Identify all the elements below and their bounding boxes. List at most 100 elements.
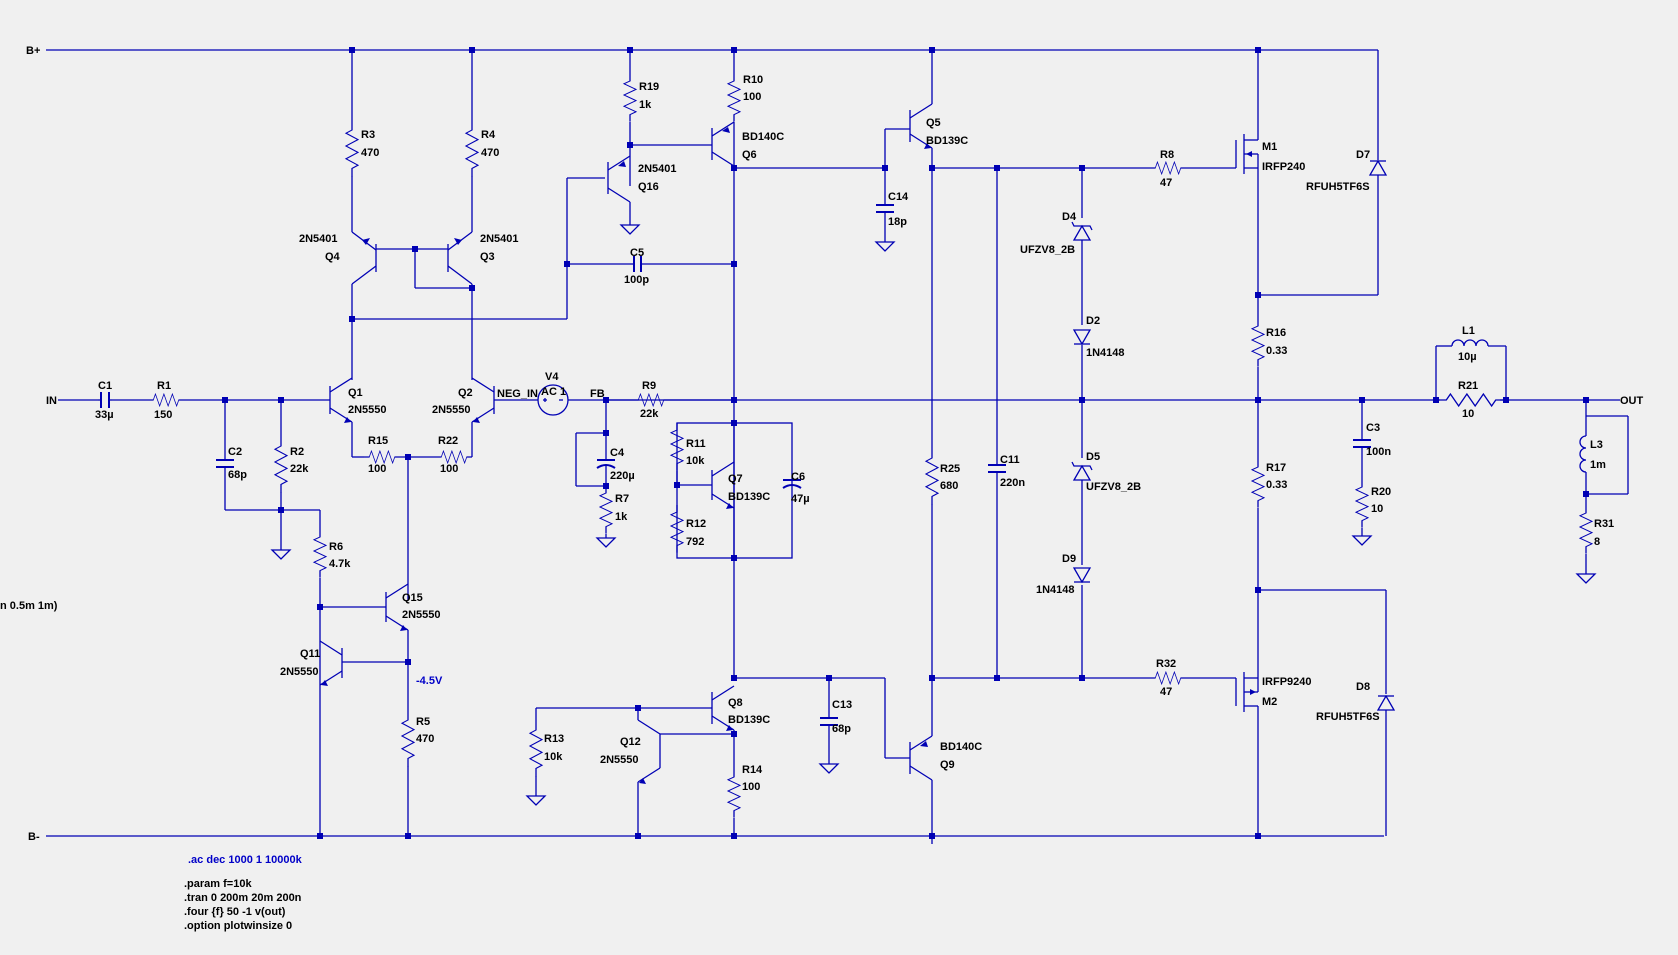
c14-capacitor[interactable] — [874, 168, 896, 252]
q5-value: BD139C — [926, 135, 968, 147]
q5-name: Q5 — [926, 117, 941, 129]
d9-diode[interactable] — [1072, 567, 1092, 584]
r17-resistor[interactable] — [1251, 400, 1265, 590]
q11-transistor[interactable] — [319, 640, 408, 686]
r16-resistor[interactable] — [1251, 295, 1265, 400]
q16-value: 2N5401 — [638, 163, 677, 175]
r19-resistor[interactable] — [623, 50, 637, 186]
q4-transistor[interactable] — [351, 231, 377, 285]
l1-inductor[interactable] — [1435, 339, 1507, 400]
r17-value: 0.33 — [1266, 479, 1287, 491]
r13-name: R13 — [544, 733, 564, 745]
r31-value: 8 — [1594, 536, 1600, 548]
m1-mosfet[interactable] — [1186, 50, 1259, 295]
q4-name: Q4 — [325, 251, 341, 263]
d5-name: D5 — [1086, 451, 1100, 463]
mirror-wiring — [351, 177, 630, 380]
r7-value: 1k — [615, 511, 628, 523]
m2-mosfet[interactable] — [1186, 590, 1259, 836]
q12-transistor[interactable] — [637, 708, 734, 836]
d8-value: RFUH5TF6S — [1316, 711, 1380, 723]
r25-name: R25 — [940, 463, 960, 475]
r3-resistor[interactable] — [345, 50, 359, 230]
q3-transistor[interactable] — [447, 231, 473, 285]
r20-name: R20 — [1371, 486, 1391, 498]
r8-resistor[interactable] — [1149, 161, 1187, 175]
d7-diode[interactable] — [1258, 50, 1388, 296]
r22-resistor[interactable] — [435, 450, 473, 464]
r1-resistor[interactable] — [147, 393, 185, 407]
d5-zener[interactable] — [1071, 461, 1093, 481]
d8-diode[interactable] — [1258, 589, 1396, 836]
q6-transistor[interactable] — [630, 121, 885, 680]
r4-value: 470 — [481, 147, 499, 159]
c13-name: C13 — [832, 699, 852, 711]
l3-inductor[interactable] — [1579, 400, 1629, 495]
d8-name: D8 — [1356, 681, 1370, 693]
c5-value: 100p — [624, 274, 649, 286]
c6-name: C6 — [791, 471, 805, 483]
q11-value: 2N5550 — [280, 666, 319, 678]
r9-resistor[interactable] — [632, 393, 670, 407]
q16-transistor[interactable] — [607, 155, 641, 235]
r3-value: 470 — [361, 147, 379, 159]
net-label-fb: FB — [590, 388, 605, 400]
r2-resistor[interactable] — [274, 400, 288, 510]
r22-name: R22 — [438, 435, 458, 447]
r12-resistor[interactable] — [670, 504, 684, 554]
r32-resistor[interactable] — [1149, 671, 1187, 685]
net-label-in: IN — [46, 395, 57, 407]
c3-value: 100n — [1366, 446, 1391, 458]
bias-wiring — [225, 509, 321, 560]
r15-name: R15 — [368, 435, 388, 447]
q7-transistor[interactable] — [677, 461, 735, 509]
r5-name: R5 — [416, 716, 430, 728]
c5-capacitor[interactable] — [630, 256, 734, 272]
c11-capacitor[interactable] — [988, 168, 1006, 678]
q12-value: 2N5550 — [600, 754, 639, 766]
r7-resistor[interactable] — [595, 485, 617, 548]
r20-resistor[interactable] — [1351, 479, 1373, 546]
v4-source[interactable] — [537, 384, 569, 416]
r19-name: R19 — [639, 81, 659, 93]
l3-value: 1m — [1590, 459, 1606, 471]
r15-resistor[interactable] — [363, 450, 401, 464]
c4-capacitor[interactable] — [596, 433, 616, 486]
r5-resistor[interactable] — [401, 662, 415, 836]
q9-transistor[interactable] — [884, 678, 933, 844]
r4-resistor[interactable] — [465, 50, 479, 230]
c3-capacitor[interactable] — [1353, 400, 1371, 480]
r25-resistor[interactable] — [925, 449, 939, 678]
q15-transistor[interactable] — [320, 583, 409, 662]
r21-resistor[interactable] — [1435, 393, 1507, 407]
r13-resistor[interactable] — [525, 708, 547, 806]
r14-resistor[interactable] — [727, 730, 741, 836]
q2-transistor[interactable] — [471, 377, 495, 423]
d4-zener[interactable] — [1071, 221, 1093, 241]
r12-name: R12 — [686, 518, 706, 530]
c1-capacitor[interactable] — [98, 392, 112, 408]
c13-capacitor[interactable] — [818, 678, 840, 774]
net-label-out: OUT — [1620, 395, 1644, 407]
d9-value: 1N4148 — [1036, 584, 1075, 596]
r31-resistor[interactable] — [1575, 494, 1597, 584]
q8-transistor[interactable] — [536, 677, 885, 731]
q15-name: Q15 — [402, 592, 423, 604]
r31-name: R31 — [1594, 518, 1614, 530]
m2-value: IRFP9240 — [1262, 676, 1312, 688]
m2-name: M2 — [1262, 696, 1277, 708]
q7-name: Q7 — [728, 473, 743, 485]
d5-value: UFZV8_2B — [1086, 481, 1141, 493]
r6-resistor[interactable] — [313, 529, 327, 836]
q5-transistor[interactable] — [884, 50, 933, 450]
r8-name: R8 — [1160, 149, 1174, 161]
c6-capacitor[interactable] — [782, 479, 802, 489]
q16-name: Q16 — [638, 181, 659, 193]
r10-resistor[interactable] — [727, 50, 741, 168]
d2-diode[interactable] — [1072, 329, 1092, 346]
q1-transistor[interactable] — [329, 377, 353, 423]
c2-capacitor[interactable] — [216, 400, 234, 510]
c2-name: C2 — [228, 446, 242, 458]
option-directive: .option plotwinsize 0 — [184, 920, 292, 932]
net-label-bplus: B+ — [26, 45, 40, 57]
